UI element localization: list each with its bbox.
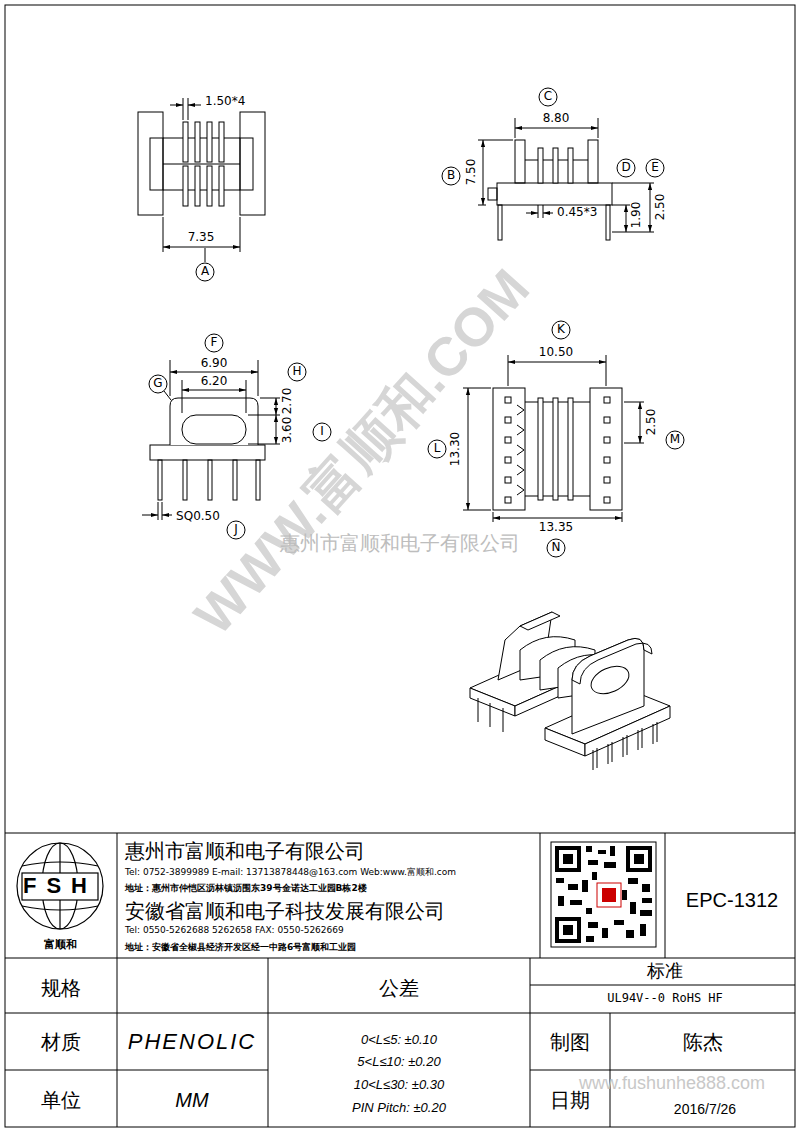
view-a	[138, 98, 265, 281]
address-line: 地址：安徽省全椒县经济开发区经一中路6号富顺和工业园	[125, 943, 356, 953]
table-cell: UL94V--0 RoHS HF	[607, 992, 723, 1005]
table-cell: 陈杰	[683, 1031, 723, 1053]
dimension: 7.50	[465, 159, 478, 186]
callout-letter: J	[234, 523, 238, 536]
view-b	[442, 88, 664, 240]
dimension: 7.35	[188, 231, 215, 244]
company-logo	[17, 843, 103, 929]
dimension: 13.35	[539, 521, 573, 534]
qr-code	[551, 842, 656, 947]
contact-line: Tel: 0752-3899989 E-mail: 13713878448@16…	[125, 868, 456, 878]
callout-letter: H	[292, 365, 301, 378]
company-name: 安徽省富顺和电子科技发展有限公司	[125, 900, 445, 922]
callout-letter: A	[201, 265, 209, 278]
table-cell: 规格	[41, 977, 81, 999]
callout-letter: F	[211, 336, 218, 349]
dimension: SQ0.50	[176, 510, 220, 523]
company-name: 惠州市富顺和电子有限公司	[125, 840, 365, 862]
isometric-view	[470, 612, 670, 770]
dimension: 2.50	[654, 194, 667, 221]
table-cell: 材质	[41, 1031, 81, 1053]
tolerance-line: PIN Pitch: ±0.20	[352, 1101, 446, 1115]
sheet-border	[5, 5, 795, 1127]
callout-letter: G	[153, 377, 162, 390]
tolerance-line: 10<L≤30: ±0.30	[354, 1078, 445, 1092]
logo-name: 富顺和	[44, 939, 77, 951]
dimension: 2.50	[645, 409, 658, 436]
part-number: EPC-1312	[686, 889, 778, 911]
watermark: WWW.富顺和.COM	[183, 258, 540, 645]
table-cell: 2016/7/26	[674, 1102, 736, 1117]
callout-letter: B	[447, 169, 455, 182]
callout-letter: K	[557, 323, 565, 336]
dimension: 8.80	[543, 112, 570, 125]
tolerance-line: 0<L≤5: ±0.10	[361, 1033, 437, 1047]
dimension: 2.70	[281, 388, 294, 415]
callout-letter: D	[621, 161, 630, 174]
callout-letter: C	[544, 90, 552, 103]
logo-letters: FSH	[23, 874, 97, 898]
dimension: 1.50*4	[205, 95, 245, 108]
callout-letter: L	[434, 442, 441, 455]
table-cell: MM	[175, 1089, 208, 1111]
dimension: 1.90	[630, 202, 643, 229]
dimension: 13.30	[449, 432, 462, 466]
table-cell: 标准	[647, 961, 683, 981]
table-cell: 单位	[41, 1089, 81, 1111]
watermark: 惠州市富顺和电子有限公司	[280, 532, 520, 554]
dimension: 0.45*3	[557, 206, 597, 219]
contact-line: Tel: 0550-5262688 5262658 FAX: 0550-5262…	[125, 926, 344, 936]
dimension: 3.60	[281, 417, 294, 444]
title-block	[5, 833, 795, 1127]
tolerance-line: 5<L≤10: ±0.20	[357, 1055, 440, 1069]
dimension: 10.50	[539, 346, 573, 359]
table-cell: 制图	[550, 1031, 590, 1053]
dimension: 6.90	[201, 357, 228, 370]
callout-letter: E	[651, 161, 659, 174]
dimension: 6.20	[201, 375, 228, 388]
table-cell: PHENOLIC	[128, 1030, 256, 1054]
callout-letter: N	[552, 541, 561, 554]
callout-letter: I	[320, 425, 324, 438]
watermark: www.fushunhe888.com	[579, 1074, 765, 1094]
table-cell: 公差	[379, 977, 419, 999]
callout-letter: M	[670, 433, 680, 446]
address-line: 地址：惠州市仲恺区沥林镇沥围东39号金诺达工业园B栋2楼	[125, 884, 367, 894]
